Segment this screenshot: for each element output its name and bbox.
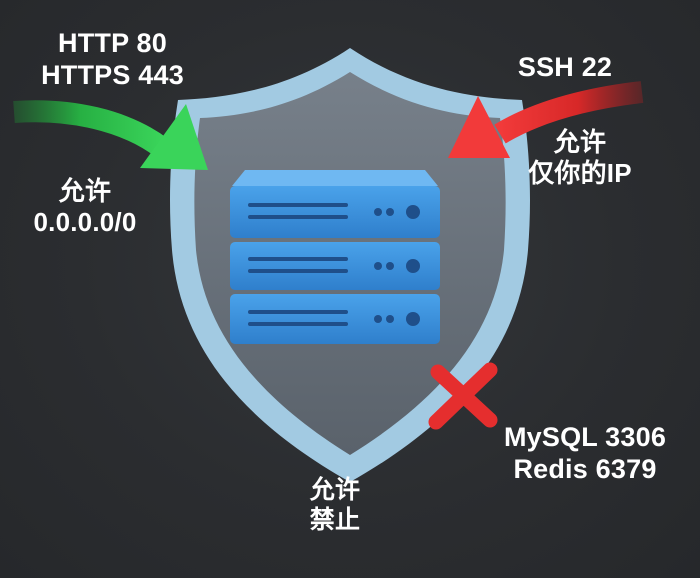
- http-ports-label: HTTP 80 HTTPS 443: [20, 28, 205, 92]
- allow-text: 允许: [58, 176, 112, 206]
- cidr-text: 0.0.0.0/0: [33, 206, 137, 237]
- database-ports-label: MySQL 3306 Redis 6379: [470, 422, 700, 486]
- ssh-port-label: SSH 22: [500, 52, 630, 84]
- legend-allow-text: 允许: [309, 476, 361, 504]
- http-port-text: HTTP 80: [58, 28, 167, 58]
- red-x-icon: [428, 362, 498, 430]
- mysql-port-text: MySQL 3306: [503, 422, 667, 452]
- red-arrow-icon: [448, 81, 644, 158]
- legend-label: 允许 禁止: [285, 476, 385, 535]
- allow-ip-label: 允许 仅你的IP: [515, 127, 645, 188]
- https-port-text: HTTPS 443: [41, 59, 184, 90]
- green-arrow-icon: [13, 100, 208, 170]
- legend-deny-text: 禁止: [309, 505, 361, 534]
- allow-all-label: 允许 0.0.0.0/0: [10, 176, 160, 237]
- redis-port-text: Redis 6379: [513, 453, 657, 484]
- your-ip-text: 仅你的IP: [528, 157, 632, 188]
- allow-text: 允许: [553, 127, 607, 157]
- ssh-port-text: SSH 22: [517, 52, 613, 82]
- server-stack-icon: [230, 170, 440, 344]
